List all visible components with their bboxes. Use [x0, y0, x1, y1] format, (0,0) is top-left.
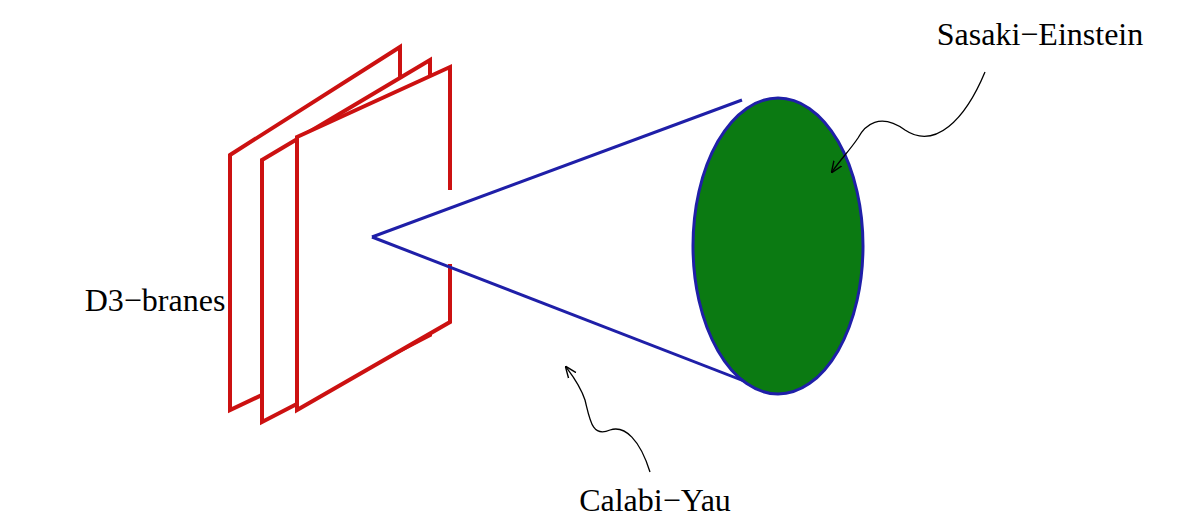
leader-line — [832, 72, 985, 172]
cone-edge — [372, 100, 742, 237]
leader-line — [566, 367, 650, 472]
label-text: D3−branes — [85, 284, 226, 316]
sasaki-einstein-base — [693, 98, 863, 394]
brane-gap — [440, 190, 460, 264]
label-text: Sasaki−Einstein — [937, 18, 1143, 50]
label-text: Calabi−Yau — [579, 484, 731, 516]
